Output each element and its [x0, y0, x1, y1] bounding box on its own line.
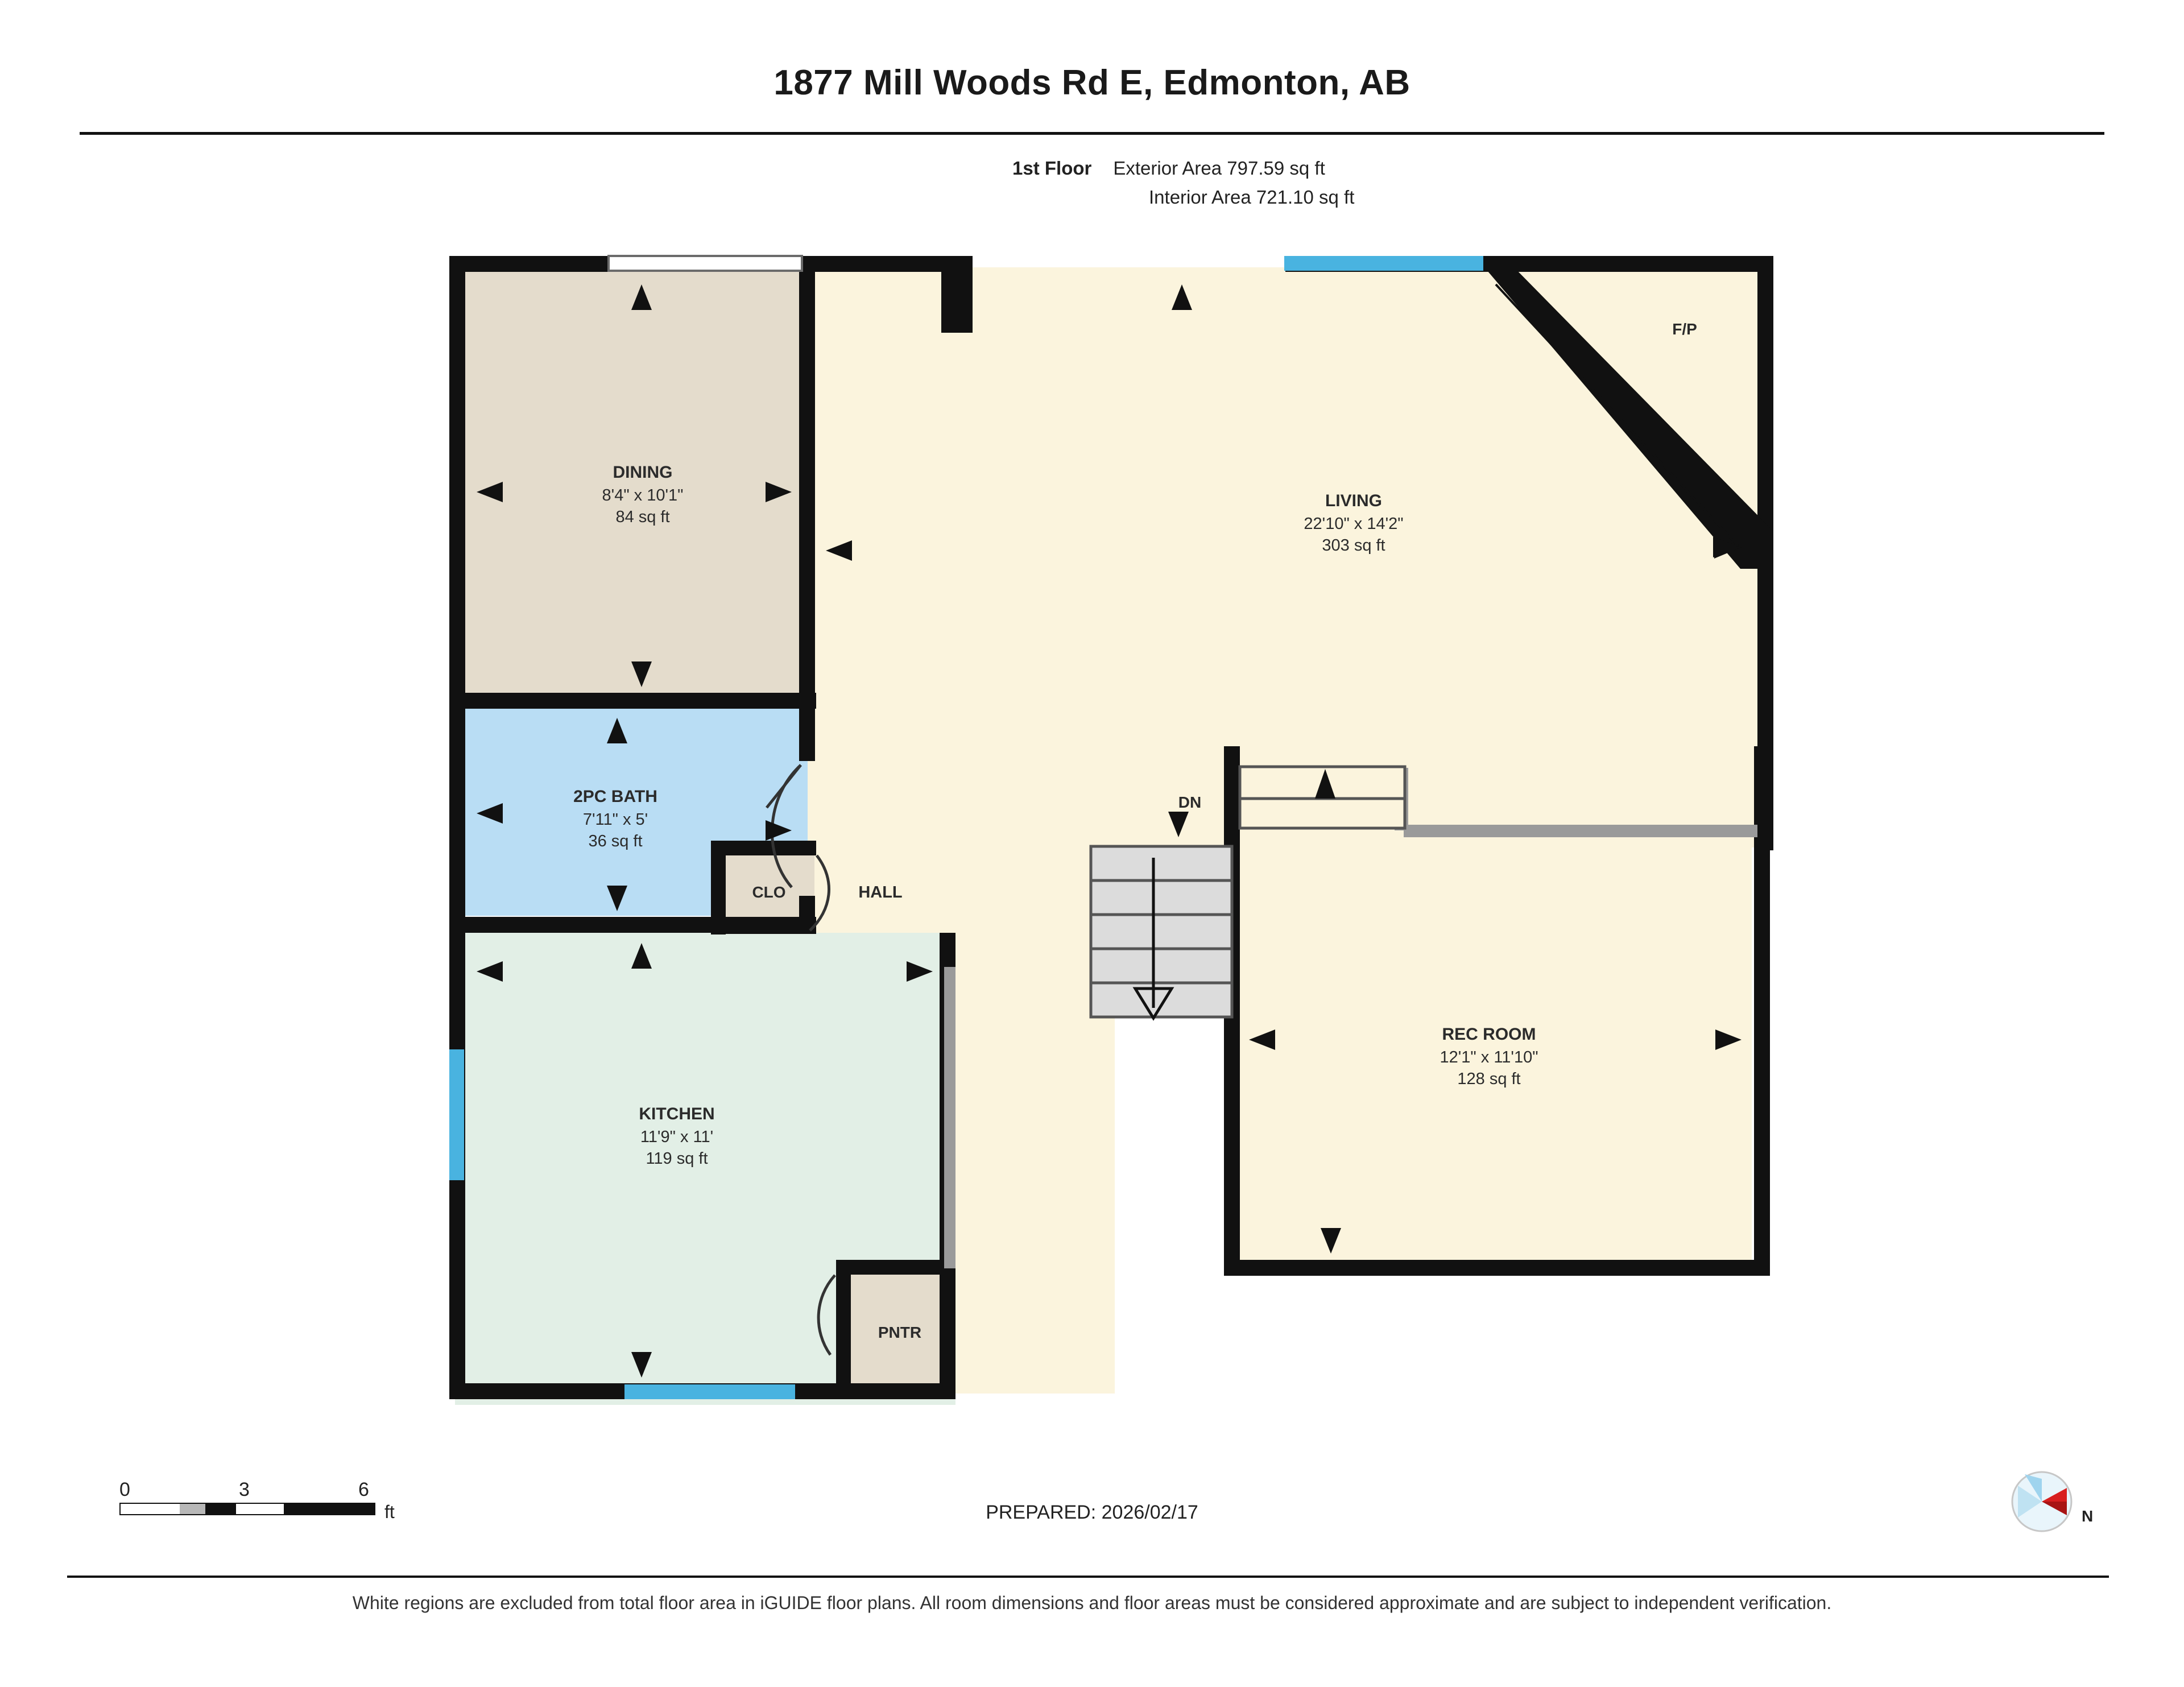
bath-area: 36 sq ft [588, 832, 642, 850]
prepared-date: PREPARED: 2026/02/17 [986, 1502, 1198, 1523]
hall-label: HALL [858, 883, 902, 902]
wall-pantry-top [836, 1260, 956, 1275]
room-label-recroom: REC ROOM 12'1" x 11'10" 128 sq ft [1440, 1025, 1538, 1088]
scale-bar: 0 3 6 ft [119, 1479, 415, 1522]
door-bath-leaf [766, 764, 802, 809]
partition-recroom-top [1404, 825, 1757, 837]
wall-dining-bath [449, 693, 816, 709]
room-label-bath: 2PC BATH 7'11" x 5' 36 sq ft [573, 787, 657, 850]
room-label-dining: DINING 8'4" x 10'1" 84 sq ft [602, 463, 684, 526]
floor-label: 1st Floor [1012, 158, 1092, 179]
dining-name: DINING [613, 463, 673, 482]
floor-area-row-interior: Interior Area 721.10 sq ft [1012, 183, 1354, 212]
wall-recroom-bottom [1224, 1260, 1770, 1276]
scale-tick-6: 6 [358, 1479, 369, 1500]
wall-exterior-left [449, 256, 465, 1399]
pantry-label: PNTR [878, 1324, 921, 1341]
bath-name: 2PC BATH [573, 787, 657, 806]
fireplace-dimension-line [1495, 283, 1739, 547]
wall-closet-left [711, 841, 726, 935]
scale-segment-3 [205, 1504, 237, 1514]
recroom-dimensions: 12'1" x 11'10" [1440, 1048, 1538, 1066]
room-label-kitchen: KITCHEN 11'9" x 11' 119 sq ft [639, 1105, 714, 1168]
wall-dining-living [799, 256, 815, 705]
exterior-area-text: Exterior Area 797.59 sq ft [1113, 158, 1325, 179]
wall-exterior-top-mid [799, 256, 961, 272]
kitchen-area: 119 sq ft [646, 1150, 708, 1168]
footer-divider [67, 1576, 2109, 1578]
recroom-name: REC ROOM [1442, 1025, 1536, 1044]
closet-label: CLO [752, 883, 785, 901]
living-dimensions: 22'10" x 14'2" [1304, 515, 1403, 533]
pantry-fill [847, 1274, 953, 1385]
stairs-down-label: DN [1178, 793, 1201, 811]
scale-tick-labels: 0 3 6 [119, 1479, 415, 1503]
hall-fill-2 [808, 836, 950, 944]
kitchen-name: KITCHEN [639, 1105, 714, 1123]
scale-segment-2 [180, 1504, 205, 1514]
window-top-living [1284, 256, 1483, 271]
compass-north-label: N [2082, 1507, 2094, 1525]
wall-bath-right [799, 693, 815, 761]
wall-closet-bottom [711, 919, 816, 934]
header-divider [80, 132, 2104, 135]
dimension-arrows [477, 284, 1742, 1378]
scale-segment-4 [236, 1504, 284, 1514]
scale-segment-5 [284, 1504, 374, 1514]
bath-dimensions: 7'11" x 5' [583, 811, 648, 829]
hall-lower-fill [950, 938, 1115, 1394]
interior-area-text: Interior Area 721.10 sq ft [1149, 187, 1355, 208]
door-pantry [817, 1274, 836, 1356]
recroom-area: 128 sq ft [1457, 1070, 1520, 1088]
room-label-living: LIVING 22'10" x 14'2" 303 sq ft [1304, 491, 1403, 555]
stairs-down [1089, 845, 1234, 1021]
fireplace-label: F/P [1672, 320, 1697, 338]
wall-recroom-top-stub [1224, 746, 1240, 769]
wall-notch-living-top [941, 256, 973, 333]
living-area: 303 sq ft [1322, 536, 1385, 555]
scale-tick-0: 0 [119, 1479, 130, 1500]
page-title: 1877 Mill Woods Rd E, Edmonton, AB [774, 63, 1410, 102]
dining-area: 84 sq ft [615, 508, 669, 526]
window-top-dining [607, 255, 803, 272]
living-name: LIVING [1325, 491, 1382, 510]
recroom-fill [1240, 762, 1752, 1263]
door-closet [809, 854, 830, 932]
fireplace-diagonal-wall [1484, 267, 1773, 569]
scale-segment-1 [121, 1504, 180, 1514]
window-left-kitchen [449, 1049, 464, 1180]
dining-dimensions: 8'4" x 10'1" [602, 486, 684, 505]
partition-kitchen-hall [944, 967, 956, 1268]
wall-closet-top [711, 841, 816, 855]
floor-area-summary: 1st Floor Exterior Area 797.59 sq ft Inte… [1012, 154, 1354, 212]
scale-tick-3: 3 [239, 1479, 250, 1500]
wall-pantry-left [836, 1260, 851, 1399]
disclaimer-text: White regions are excluded from total fl… [352, 1593, 1832, 1613]
kitchen-dimensions: 11'9" x 11' [640, 1128, 713, 1146]
stairs-landing-upper [1238, 765, 1407, 830]
floor-area-row-exterior: 1st Floor Exterior Area 797.59 sq ft [1012, 154, 1354, 183]
dining-room-fill [455, 267, 808, 694]
scale-bar-graphic [119, 1503, 375, 1515]
window-bottom-kitchen [624, 1384, 795, 1399]
compass-icon [2011, 1471, 2073, 1532]
scale-unit-label: ft [384, 1502, 395, 1522]
